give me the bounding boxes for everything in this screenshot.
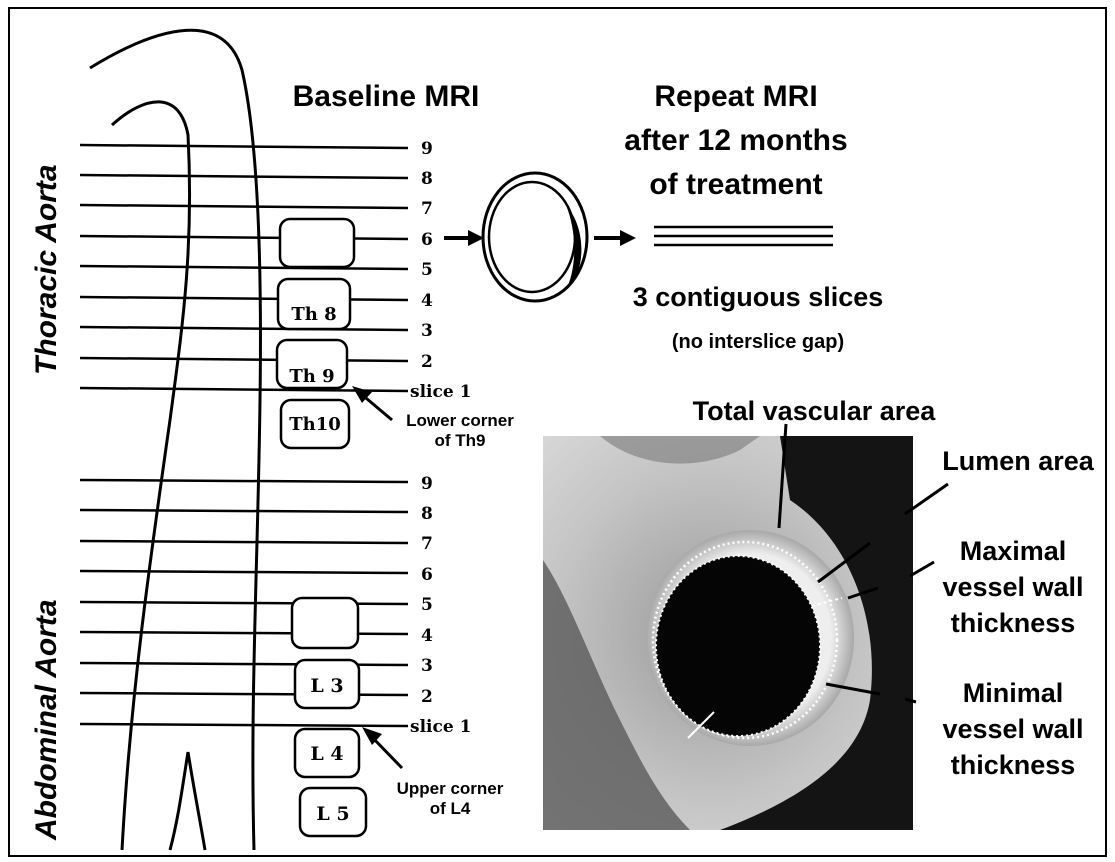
vertebra-l5-label: L 5 [316,803,349,825]
thoracic-slice-number: 9 [421,139,433,159]
vertebra-th8-label: Th 8 [291,304,336,325]
lumbar-vertebrae [292,598,366,836]
thoracic-slice-line [80,205,408,208]
thoracic-slice-line [80,145,408,148]
l4-landmark-arrow [362,727,402,768]
abdominal-slice-number: 3 [421,656,433,676]
iliac-left [170,752,188,850]
abdominal-aorta-label: Abdominal Aorta [30,599,63,841]
aorta-cross-section [483,173,587,301]
thoracic-slice-line [80,358,408,361]
thoracic-slice-numbers: 9 8 7 6 5 4 3 2 slice 1 [410,139,471,402]
abdominal-slice-number: 9 [421,474,433,494]
minimal-wall-label-line3: thickness [951,750,1076,780]
contiguous-slices-label: 3 contiguous slices [633,282,884,312]
interslice-gap-label: (no interslice gap) [672,331,844,353]
abdominal-slice-number: 8 [421,504,433,524]
abdominal-slice-number: 7 [421,534,433,554]
total-vascular-area-label: Total vascular area [693,396,937,426]
vertebra-l2 [292,598,358,648]
thoracic-slice-number: 2 [421,352,433,372]
cross-section-lumen [489,182,575,292]
thoracic-slice-line [80,327,408,330]
abdominal-slice-number: 2 [421,687,433,707]
minimal-wall-label-line2: vessel wall [942,714,1083,744]
abdominal-slice-line [80,571,408,573]
th9-landmark-label-line1: Lower corner [406,411,514,430]
mri-image [543,436,913,830]
thoracic-slice-number: 8 [421,169,433,189]
l4-landmark-label-line1: Upper corner [397,779,504,798]
repeat-mri-title-line2: after 12 months [624,124,847,157]
maximal-wall-label-line2: vessel wall [942,572,1083,602]
vertebra-th10-label: Th10 [289,414,341,435]
th9-landmark-label-line2: of Th9 [435,431,486,450]
abdominal-slice-number: 6 [421,565,433,585]
thoracic-slice-number: slice 1 [410,382,471,402]
abdominal-slice-number: slice 1 [410,717,471,737]
contiguous-slices-lines [654,227,833,245]
abdominal-slice-numbers: 9 8 7 6 5 4 3 2 slice 1 [410,474,471,737]
thoracic-slice-number: 4 [421,291,433,311]
vertebra-l3-label: L 3 [310,675,343,697]
thoracic-slice-number: 7 [421,199,433,219]
thoracic-slice-number: 6 [421,230,433,250]
minimal-wall-label-line1: Minimal [963,678,1064,708]
l4-landmark-label-line2: of L4 [430,799,471,818]
abdominal-slice-line [80,602,408,604]
repeat-mri-title-line1: Repeat MRI [654,80,817,113]
repeat-mri-title-line3: of treatment [649,168,822,201]
abdominal-slice-line [80,541,408,543]
aorta-outer-wall [90,30,260,850]
iliac-right [188,752,205,850]
thoracic-slice-lines [80,145,408,391]
maximal-wall-label-line1: Maximal [960,536,1067,566]
vertebra-th9-label: Th 9 [289,366,334,387]
thoracic-slice-line [80,175,408,178]
thoracic-slice-number: 3 [421,321,433,341]
aorta-outline [90,30,260,850]
thoracic-slice-line [80,297,408,300]
abdominal-slice-number: 5 [421,595,433,615]
lumen-area-label: Lumen area [942,446,1095,476]
section-to-slices-arrow [594,230,636,246]
maximal-wall-leader-outer [910,562,934,576]
thoracic-slice-line [80,236,408,239]
thoracic-slice-number: 5 [421,260,433,280]
abdominal-slice-number: 4 [421,626,433,646]
vertebra-l4-label: L 4 [310,743,343,765]
abdominal-slice-line [80,510,408,512]
abdominal-slice-line [80,724,408,726]
aorta-inner-wall [112,102,190,850]
slice-to-section-arrow [444,230,484,246]
thoracic-aorta-label: Thoracic Aorta [30,164,63,375]
maximal-wall-label-line3: thickness [951,608,1076,638]
thoracic-slice-line [80,266,408,269]
abdominal-slice-line [80,480,408,482]
baseline-mri-title: Baseline MRI [293,80,480,113]
vertebra-th7 [280,219,354,267]
